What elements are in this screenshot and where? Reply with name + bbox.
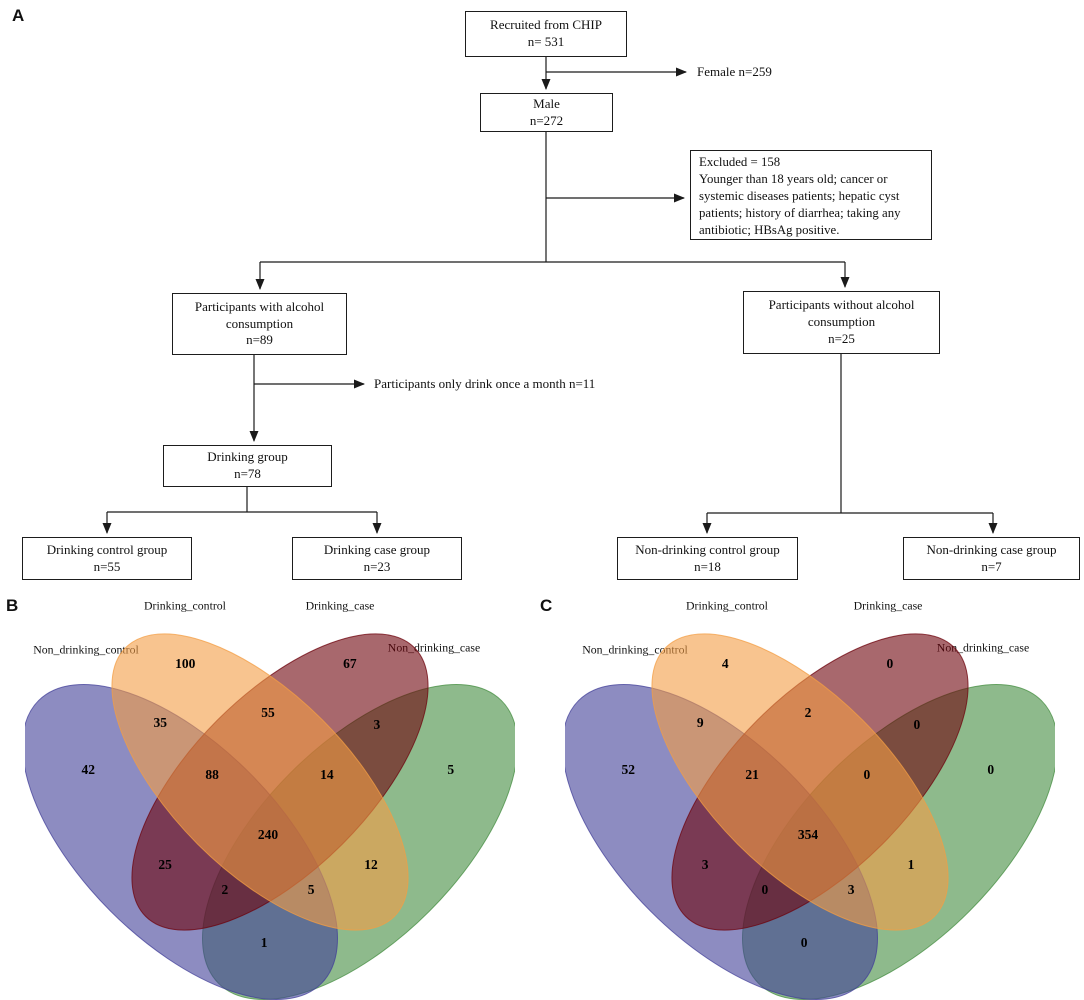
label-once-month-excluded: Participants only drink once a month n=1… <box>374 376 596 391</box>
box-without-alcohol-line3: n=25 <box>828 330 855 346</box>
venn-panel-b: Drinking_control Drinking_case Non_drink… <box>15 596 525 1000</box>
box-with-alcohol: Participants with alcohol consumption n=… <box>172 293 347 355</box>
venn-c-count-dc-dca-ndca: 0 <box>863 767 871 783</box>
venn-c-diagram: 52 4 0 0 9 2 0 21 0 354 3 1 0 3 0 <box>565 622 1055 1000</box>
venn-b-count-ndc-only: 42 <box>81 762 95 778</box>
box-drinking-case: Drinking case group n=23 <box>292 537 462 580</box>
box-excluded: Excluded = 158 Younger than 18 years old… <box>690 150 932 240</box>
venn-b-count-ndc-dc-dca: 88 <box>205 767 219 783</box>
venn-b-count-dc-only: 100 <box>175 655 196 671</box>
venn-b-count-dc-ndca: 12 <box>364 857 378 873</box>
box-drinking-group: Drinking group n=78 <box>163 445 332 487</box>
box-male: Male n=272 <box>480 93 613 132</box>
panel-a-label: A <box>12 6 25 25</box>
venn-c-count-ndc-dc: 9 <box>696 714 704 730</box>
venn-c-count-dca-only: 0 <box>886 655 894 671</box>
box-recruited-line2: n= 531 <box>527 34 565 49</box>
venn-c-count-ndc-dc-ndca: 3 <box>847 882 855 897</box>
venn-c-count-ndca-only: 0 <box>987 762 995 778</box>
box-drinking-control: Drinking control group n=55 <box>22 537 192 580</box>
venn-c-count-ndc-dca-ndca: 0 <box>761 882 769 897</box>
venn-c-count-dc-only: 4 <box>721 655 729 671</box>
venn-b-count-ndc-dca: 25 <box>158 857 172 873</box>
venn-c-count-dc-dca: 2 <box>804 705 812 721</box>
box-recruited-line1: Recruited from CHIP <box>490 17 602 33</box>
ellipse-drinking-control <box>651 633 949 931</box>
box-nondrinking-control-line1: Non-drinking control group <box>635 541 780 557</box>
box-without-alcohol-line1: Participants without alcohol <box>768 297 915 313</box>
box-male-line1: Male <box>533 95 560 111</box>
flowchart-connectors <box>102 57 998 534</box>
label-female-excluded: Female n=259 <box>697 64 772 79</box>
venn-c-count-ndc-dc-dca: 21 <box>745 767 759 783</box>
box-nondrinking-control-line2: n=18 <box>694 558 721 574</box>
box-drinking-control-line2: n=55 <box>93 558 121 574</box>
box-with-alcohol-line2: consumption <box>225 315 294 331</box>
venn-c-count-ndc-dca: 3 <box>701 857 709 873</box>
venn-c-count-ndc-ndca: 0 <box>800 934 808 950</box>
box-with-alcohol-line1: Participants with alcohol <box>194 298 325 314</box>
venn-b-count-ndc-dca-ndca: 2 <box>221 882 229 897</box>
box-without-alcohol-line2: consumption <box>807 314 876 330</box>
venn-b-count-dc-dca: 55 <box>261 705 275 721</box>
venn-b-count-dca-ndca: 3 <box>373 716 381 732</box>
box-without-alcohol: Participants without alcohol consumption… <box>743 291 940 354</box>
venn-b-setlabel-drinking-case: Drinking_case <box>305 598 375 613</box>
venn-c-setlabel-drinking-case: Drinking_case <box>853 598 923 613</box>
box-excluded-body: Younger than 18 years old; cancer or sys… <box>699 172 901 238</box>
box-drinking-group-line2: n=78 <box>234 466 261 481</box>
venn-b-count-ndc-dc-ndca: 5 <box>307 882 315 897</box>
box-recruited: Recruited from CHIP n= 531 <box>465 11 627 57</box>
box-drinking-group-line1: Drinking group <box>207 449 288 465</box>
box-drinking-control-line1: Drinking control group <box>46 541 168 557</box>
panel-b-label: B <box>6 596 19 615</box>
box-nondrinking-case-line1: Non-drinking case group <box>926 541 1057 557</box>
venn-b-count-ndca-only: 5 <box>447 762 455 778</box>
box-nondrinking-case: Non-drinking case group n=7 <box>903 537 1080 580</box>
venn-b-diagram: 42 100 67 5 35 55 3 88 14 240 25 12 2 5 … <box>25 622 515 1000</box>
box-nondrinking-case-line2: n=7 <box>981 558 1002 574</box>
venn-b-count-dc-dca-ndca: 14 <box>320 767 334 783</box>
venn-b-ellipses <box>25 633 515 1000</box>
venn-c-count-ndc-only: 52 <box>621 762 635 778</box>
panel-c-label: C <box>540 596 553 615</box>
box-male-line2: n=272 <box>529 112 564 128</box>
venn-b-setlabel-drinking-control: Drinking_control <box>144 598 226 613</box>
venn-c-count-dca-ndca: 0 <box>913 716 921 732</box>
venn-b-count-ndc-dc: 35 <box>153 714 167 730</box>
ellipse-drinking-control <box>111 633 409 931</box>
box-drinking-case-line2: n=23 <box>363 558 391 574</box>
venn-b-count-all: 240 <box>257 826 279 842</box>
venn-c-count-all: 354 <box>797 826 819 842</box>
venn-panel-c: Drinking_control Drinking_case Non_drink… <box>555 596 1065 1000</box>
box-excluded-title: Excluded = 158 <box>699 155 781 169</box>
venn-c-count-dc-ndca: 1 <box>907 857 915 873</box>
venn-b-count-ndc-ndca: 1 <box>260 934 268 950</box>
box-with-alcohol-line3: n=89 <box>246 332 273 348</box>
venn-b-count-dca-only: 67 <box>343 655 357 671</box>
venn-c-setlabel-non-drinking-case: Non_drinking_case <box>936 640 1030 655</box>
venn-b-setlabel-non-drinking-control: Non_drinking_control <box>33 642 139 657</box>
box-drinking-case-line1: Drinking case group <box>323 541 431 557</box>
venn-c-setlabel-drinking-control: Drinking_control <box>686 598 768 613</box>
box-nondrinking-control: Non-drinking control group n=18 <box>617 537 798 580</box>
venn-c-ellipses <box>565 633 1055 1000</box>
